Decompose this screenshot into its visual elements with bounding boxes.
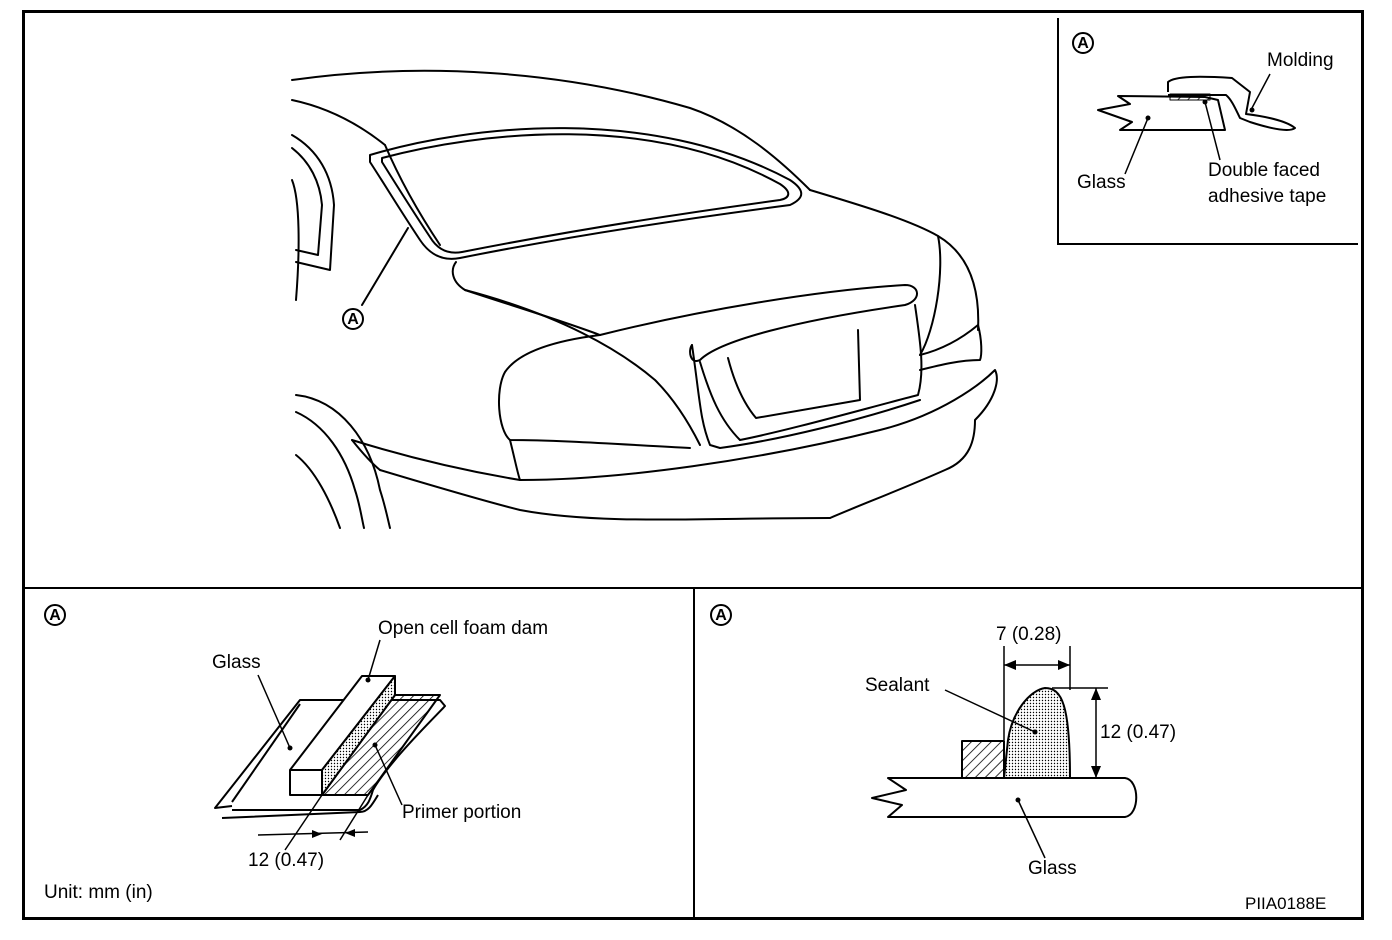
label-foam-dam: Open cell foam dam (378, 618, 549, 639)
label-primer: Primer portion (402, 802, 522, 823)
diagram-frame (22, 10, 1364, 920)
callout-a-panel-right: A (710, 604, 732, 626)
panel-dividers (24, 18, 1362, 918)
label-unit: Unit: mm (in) (44, 882, 153, 903)
sealant-section (871, 646, 1138, 859)
label-height-dim: 12 (0.47) (1100, 722, 1177, 743)
molding-section (1097, 73, 1296, 175)
car-rear-view (291, 69, 998, 529)
label-molding: Molding (1267, 50, 1334, 71)
callout-a-panel-left: A (44, 604, 66, 626)
label-left-glass: Glass (212, 652, 261, 673)
callout-a-inset-top: A (1072, 32, 1094, 54)
label-tape-line1: Double faced (1208, 160, 1320, 181)
label-inset-glass: Glass (1077, 172, 1126, 193)
callout-a-main: A (342, 308, 364, 330)
figure-code: PIIA0188E (1245, 894, 1327, 913)
leader-dots (287, 99, 1255, 803)
label-tape-line2: adhesive tape (1208, 186, 1327, 207)
label-width-dim: 7 (0.28) (996, 624, 1062, 645)
label-left-dimension: 12 (0.47) (248, 850, 325, 871)
label-sealant: Sealant (865, 675, 930, 696)
foam-dam-section (214, 639, 446, 851)
label-right-glass: Glass (1028, 858, 1077, 879)
